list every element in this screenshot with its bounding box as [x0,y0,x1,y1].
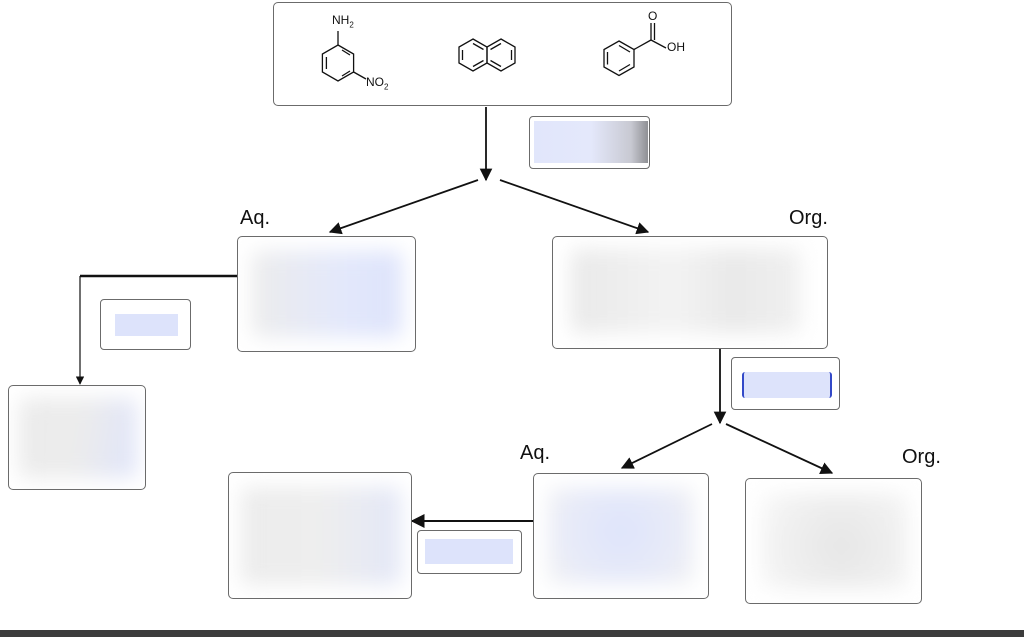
reagent-box-4[interactable] [417,530,522,574]
arrow-split2-right [725,423,834,474]
nh2-label: NH2 [332,13,354,30]
reagent-redacted-4 [425,539,513,564]
no2-label: NO2 [366,75,389,92]
organic-box-1[interactable] [552,236,828,349]
label-org-1: Org. [789,207,828,229]
nitroaniline-structure [321,31,367,82]
benzoic-acid-structure [603,23,667,77]
label-aq-1: Aq. [240,207,271,229]
label-aq-2: Aq. [520,442,551,464]
arrow-split1-right [499,179,650,235]
reagent-redacted-3 [742,372,832,398]
aqueous-box-2[interactable] [533,473,709,599]
reagent-box-3[interactable] [731,357,840,410]
redacted-content [19,398,137,478]
redacted-content [760,493,908,589]
reagent-box-1[interactable] [529,116,650,169]
redacted-content [571,249,801,333]
reagent-box-2[interactable] [100,299,191,350]
arrow-split1-left [328,179,479,235]
reagent-redacted-2 [115,314,178,336]
naphthalene-structure [458,38,516,72]
product-box-left[interactable] [8,385,146,490]
starting-mixture-box: NH2 NO2 O OH [273,2,732,106]
redacted-content [548,488,694,584]
structure-drawings [321,23,667,82]
carbonyl-o-label: O [648,9,658,23]
reagent-redacted-1 [534,121,648,163]
bottom-bar [0,630,1024,637]
organic-box-2[interactable] [745,478,922,604]
hydroxyl-label: OH [667,40,685,54]
product-box-bottom-left[interactable] [228,472,412,599]
redacted-content [252,251,402,337]
redacted-content [241,487,401,585]
label-org-2: Org. [902,446,941,468]
arrow-split2-left [620,423,713,469]
aqueous-box-1[interactable] [237,236,416,352]
